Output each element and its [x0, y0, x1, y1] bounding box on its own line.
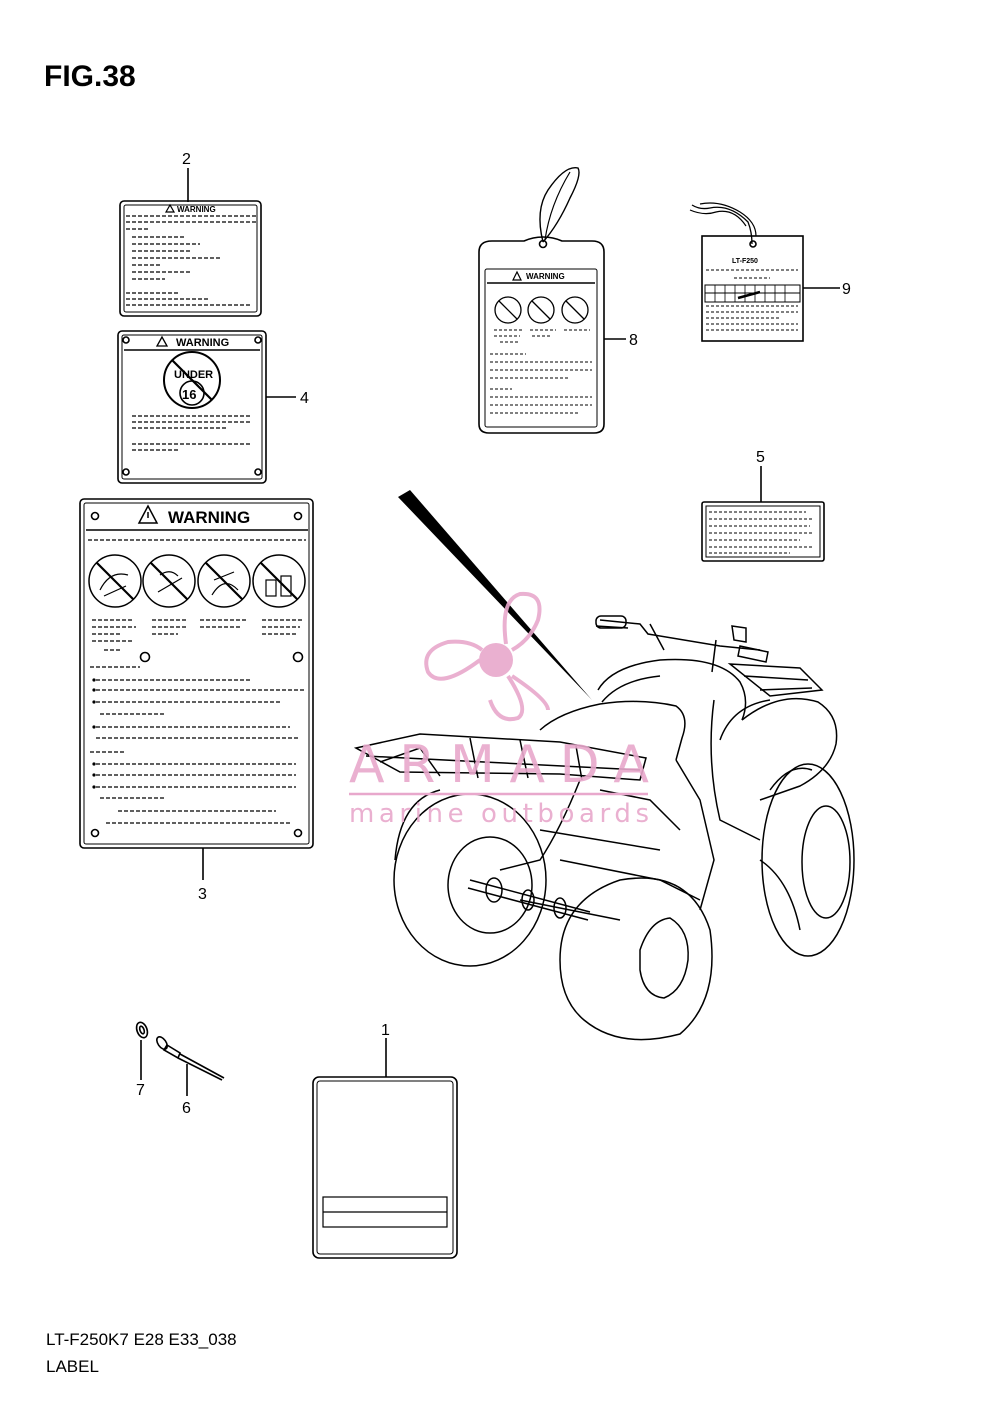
callout-8: 8 [629, 332, 638, 349]
watermark-propeller-hub-icon [479, 643, 513, 677]
label-2-warning-sticker: WARNING 2 [119, 151, 262, 317]
figure-name: LABEL [46, 1357, 99, 1376]
callout-3: 3 [198, 886, 207, 903]
label-5-small-sticker: 5 [701, 449, 825, 562]
label-9-model-tag: LT-F250 9 [689, 202, 851, 342]
part-7-washer: 7 [135, 1021, 149, 1099]
location-pointer-arrow [398, 490, 592, 700]
callout-6: 6 [182, 1100, 191, 1117]
watermark-tagline-text: marine outboards [349, 799, 649, 829]
callout-7: 7 [136, 1082, 145, 1099]
label-9-model-text: LT-F250 [732, 258, 758, 265]
watermark-brand-text: ARMADA [349, 735, 649, 795]
label-8-hanging-tag: WARNING 8 [478, 166, 638, 434]
part-6-rivet: 6 [156, 1036, 225, 1117]
label-4-age-number: 16 [182, 387, 196, 402]
label-4-warning-text: WARNING [176, 337, 229, 349]
atv-vehicle-outline [353, 490, 855, 1041]
watermark-logo [424, 591, 550, 722]
label-3-main-warning-plate: WARNING [79, 498, 314, 903]
watermark-propeller-blade-icon [502, 591, 542, 652]
callout-5: 5 [756, 449, 765, 466]
figure-title: FIG.38 [44, 60, 136, 93]
callout-4: 4 [300, 390, 309, 407]
label-8-warning-text: WARNING [526, 272, 565, 281]
label-2-warning-text: WARNING [177, 205, 216, 214]
label-3-warning-text: WARNING [168, 508, 250, 527]
callout-1: 1 [381, 1022, 390, 1039]
label-4-under-text: UNDER [174, 369, 213, 381]
figure-code: LT-F250K7 E28 E33_038 [46, 1330, 237, 1349]
label-1-info-plate: 1 [312, 1022, 458, 1259]
callout-9: 9 [842, 281, 851, 298]
label-4-under-16-sticker: WARNING UNDER 16 4 [117, 330, 309, 484]
callout-2: 2 [182, 151, 191, 168]
